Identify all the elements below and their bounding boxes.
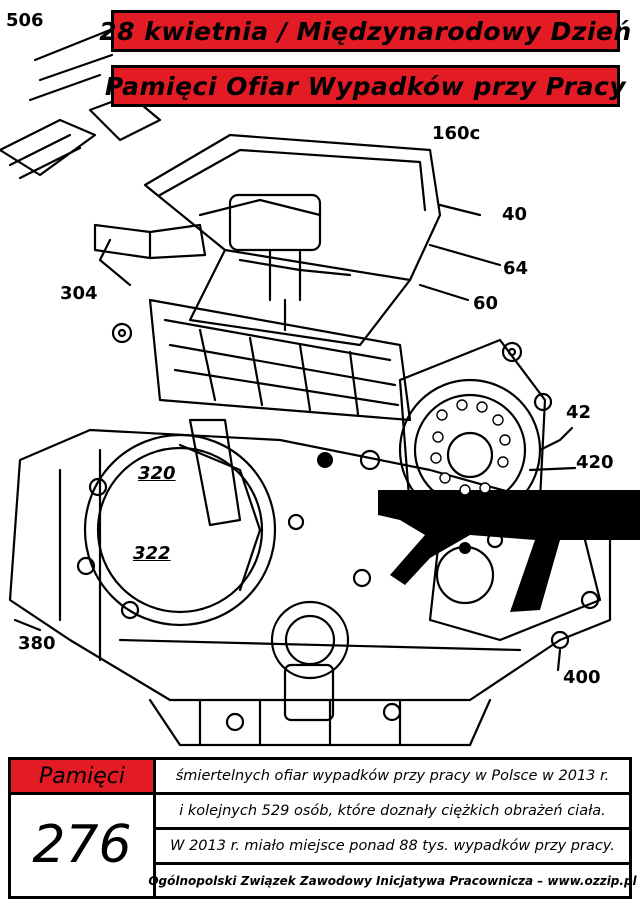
callout-420: 420	[576, 452, 614, 473]
callout-322: 322	[133, 543, 171, 564]
callout-400: 400	[563, 667, 601, 688]
crankcase	[8, 428, 612, 702]
callout-64: 64	[503, 258, 529, 279]
callout-304: 304	[60, 283, 98, 304]
generator-cover	[83, 433, 277, 627]
title-line-2: Pamięci Ofiar Wypadków przy Pracy	[104, 71, 627, 101]
victim-count: 276	[32, 815, 132, 875]
title-banner-line-2: Pamięci Ofiar Wypadków przy Pracy	[105, 65, 626, 107]
intake-tube	[0, 118, 97, 177]
footer-line-2: i kolejnych 529 osób, które doznały cięż…	[156, 795, 629, 830]
callout-380: 380	[18, 633, 56, 654]
cylinder-block	[148, 298, 412, 422]
callout-160c: 160c	[432, 123, 481, 144]
callout-40: 40	[502, 204, 528, 225]
callout-320: 320	[138, 463, 176, 484]
gun-silhouette	[378, 490, 640, 612]
footer-line-1: śmiertelnych ofiar wypadków przy pracy w…	[156, 760, 629, 795]
callout-60: 60	[473, 293, 499, 314]
title-line-1: 28 kwietnia / Międzynarodowy Dzień	[99, 16, 632, 46]
callout-506: 506	[6, 10, 44, 31]
footer-line-3: W 2013 r. miało miejsce ponad 88 tys. wy…	[156, 830, 629, 865]
footer-organization-line: Ogólnopolski Związek Zawodowy Inicjatywa…	[148, 873, 637, 888]
footer-left-panel: Pamięci 276	[11, 760, 156, 896]
footer-heading: Pamięci	[11, 760, 153, 795]
callout-42: 42	[566, 402, 592, 423]
title-banner-line-1: 28 kwietnia / Międzynarodowy Dzień	[99, 10, 631, 52]
memorial-footer: Pamięci 276 śmiertelnych ofiar wypadków …	[8, 757, 637, 899]
